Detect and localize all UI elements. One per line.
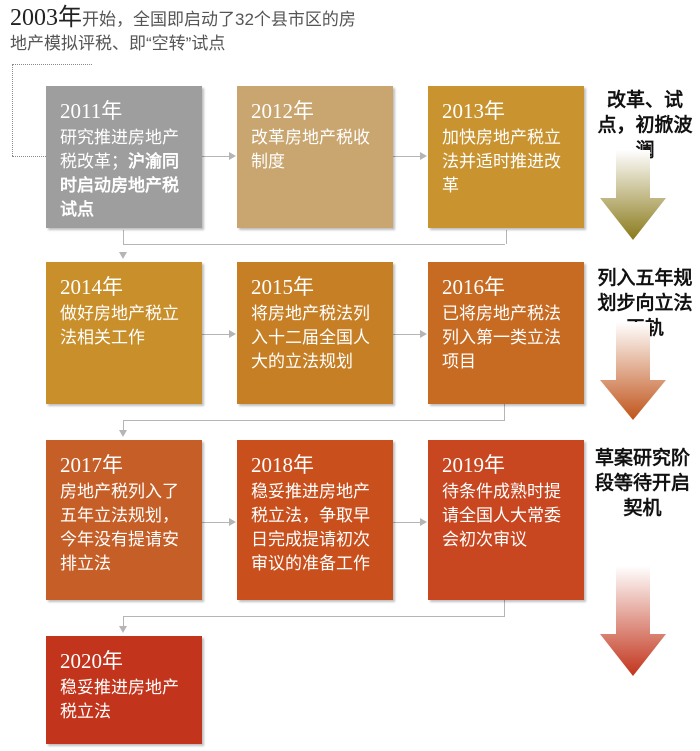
intro-connector xyxy=(12,64,92,65)
connector xyxy=(392,156,420,157)
arrowhead xyxy=(420,518,427,526)
intro-text: 2003年开始，全国即启动了32个县市区的房地产模拟评税、即“空转”试点 xyxy=(10,6,370,56)
arrowhead-down xyxy=(119,430,127,437)
box-year: 2012年 xyxy=(251,99,314,123)
arrowhead-down xyxy=(119,252,127,259)
box-year: 2011年 xyxy=(60,99,123,123)
box-year: 2014年 xyxy=(60,275,123,299)
box-text: 将房地产税法列入十二届全国人大的立法规划 xyxy=(251,304,370,371)
wrap-connector-v xyxy=(123,616,124,628)
stage-label-3: 草案研究阶段等待开启契机 xyxy=(594,448,690,519)
timeline-box-2017: 2017年 房地产税列入了五年立法规划，今年没有提请安排立法 xyxy=(46,440,202,600)
timeline-box-2015: 2015年 将房地产税法列入十二届全国人大的立法规划 xyxy=(237,262,393,404)
stage-arrow-3 xyxy=(600,566,666,676)
box-year: 2015年 xyxy=(251,275,314,299)
timeline-box-2018: 2018年 稳妥推进房地产税立法，争取早日完成提请初次审议的准备工作 xyxy=(237,440,393,600)
timeline-box-2014: 2014年 做好房地产税立法相关工作 xyxy=(46,262,202,404)
box-year: 2019年 xyxy=(442,453,505,477)
connector xyxy=(201,156,229,157)
box-text: 稳妥推进房地产税立法，争取早日完成提请初次审议的准备工作 xyxy=(251,482,370,573)
connector xyxy=(201,522,229,523)
timeline-box-2016: 2016年 已将房地产税法列入第一类立法项目 xyxy=(428,262,584,404)
arrowhead xyxy=(420,330,427,338)
wrap-connector-v xyxy=(504,404,505,420)
arrowhead xyxy=(229,330,236,338)
wrap-connector-h xyxy=(123,616,505,617)
box-text: 待条件成熟时提请全国人大常委会初次审议 xyxy=(442,482,561,549)
timeline-box-2012: 2012年 改革房地产税收制度 xyxy=(237,86,393,228)
box-text: 研究推进房地产税改革；沪渝同时启动房地产税试点 xyxy=(60,128,179,219)
arrowhead xyxy=(229,518,236,526)
box-year: 2018年 xyxy=(251,453,314,477)
box-year: 2017年 xyxy=(60,453,123,477)
wrap-connector xyxy=(123,230,507,244)
box-text: 已将房地产税法列入第一类立法项目 xyxy=(442,304,561,371)
box-year: 2016年 xyxy=(442,275,505,299)
wrap-connector-v xyxy=(123,420,124,432)
timeline-box-2013: 2013年 加快房地产税立法并适时推进改革 xyxy=(428,86,584,228)
box-year: 2013年 xyxy=(442,99,505,123)
wrap-connector-h xyxy=(123,420,505,421)
timeline-box-2020: 2020年 稳妥推进房地产税立法 xyxy=(46,636,202,744)
intro-year: 2003年 xyxy=(10,5,82,31)
wrap-connector-h xyxy=(123,244,505,245)
stage-arrow-2 xyxy=(600,322,666,420)
box-text: 改革房地产税收制度 xyxy=(251,128,370,171)
timeline-box-2019: 2019年 待条件成熟时提请全国人大常委会初次审议 xyxy=(428,440,584,600)
box-text: 稳妥推进房地产税立法 xyxy=(60,678,179,721)
intro-connector-vertical xyxy=(12,64,13,156)
arrowhead-down xyxy=(119,626,127,633)
intro-body: 开始，全国即启动了32个县市区的房地产模拟评税、即“空转”试点 xyxy=(10,10,356,53)
stage-arrow-1 xyxy=(600,150,666,240)
arrowhead xyxy=(229,152,236,160)
box-text: 加快房地产税立法并适时推进改革 xyxy=(442,128,561,195)
connector xyxy=(392,334,420,335)
connector xyxy=(392,522,420,523)
wrap-connector-v xyxy=(504,600,505,616)
box-year: 2020年 xyxy=(60,649,123,673)
box-text: 房地产税列入了五年立法规划，今年没有提请安排立法 xyxy=(60,482,179,573)
intro-connector-end xyxy=(12,156,46,157)
connector xyxy=(201,334,229,335)
box-text: 做好房地产税立法相关工作 xyxy=(60,304,179,347)
arrowhead xyxy=(420,152,427,160)
timeline-box-2011: 2011年 研究推进房地产税改革；沪渝同时启动房地产税试点 xyxy=(46,86,202,228)
